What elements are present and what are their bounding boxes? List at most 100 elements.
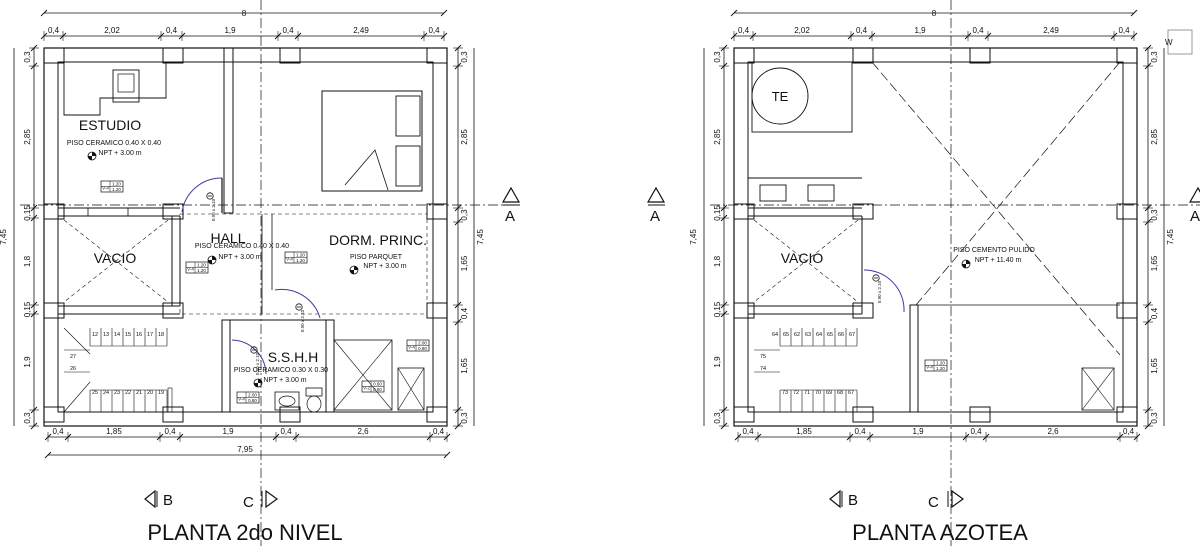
right-dim-6: 0,3: [460, 412, 469, 424]
room-level-sshh: NPT + 3.00 m: [263, 377, 306, 384]
shaft2-cross: [397, 367, 425, 411]
window-tag-5-type: V-4: [408, 345, 415, 350]
room-floor-hall: PISO CERAMICO 0.40 X 0.40: [195, 243, 289, 250]
stair-rail: [167, 387, 173, 413]
bottom-dim-5: 2,6: [357, 427, 369, 436]
study-desk: [63, 62, 167, 116]
stair-num-bot-5: 68: [837, 390, 843, 396]
left-total-dim: 7,45: [689, 229, 698, 245]
column-10: [426, 203, 448, 220]
stair-num-mid-0: 27: [70, 354, 76, 360]
stair-num-bot-2: 71: [804, 390, 810, 396]
column-7: [1116, 406, 1138, 423]
stair-num-top-3: 63: [805, 332, 811, 338]
stair-num-top-6: 18: [158, 332, 164, 338]
level-mark-sshh-fill: [254, 379, 262, 387]
bottom-dim-1: 1,85: [796, 427, 812, 436]
right-dim-6: 0,3: [1150, 412, 1159, 424]
roof-diag-1: [871, 61, 1121, 356]
room-label-vacio: VACIO: [94, 250, 137, 266]
door-arc-study: [181, 177, 223, 213]
room-level-roof: NPT + 11.40 m: [975, 257, 1022, 264]
axis-marker-c-plan0: C: [243, 489, 279, 511]
left-dim-2: 0,15: [23, 205, 32, 221]
door-tag-roof-circle: [872, 274, 880, 282]
overall-bottom-dim: 7,95: [237, 445, 253, 454]
study-chair-seat: [117, 73, 135, 93]
shaft-cross: [333, 339, 393, 411]
left-dim-1: 2,85: [23, 129, 32, 145]
door-tag-study-circle: [206, 192, 214, 200]
dim-tick: [40, 9, 48, 17]
plan-title-2do-nivel: PLANTA 2do NIVEL: [147, 520, 342, 545]
column-3: [426, 47, 448, 64]
right-dim-3: 1,65: [460, 255, 469, 271]
room-label-dorm: DORM. PRINC.: [329, 232, 427, 248]
column-12: [162, 302, 184, 319]
wall-bath-left: [221, 319, 231, 413]
left-dim-2: 0,15: [713, 205, 722, 221]
room-level-dorm: NPT + 3.00 m: [363, 263, 406, 270]
roof-diag-2: [915, 61, 1121, 306]
toilet-bowl: [306, 395, 322, 413]
room-label-sshh: S.S.H.H: [268, 349, 319, 365]
left-dim-6: 0,3: [23, 412, 32, 424]
column-2: [969, 47, 991, 64]
column-0: [43, 47, 65, 64]
outer-wall: [733, 47, 1138, 427]
bottom-dim-5: 2,6: [1047, 427, 1059, 436]
right-dim-3: 1,65: [1150, 255, 1159, 271]
stair-num-mid-1: 26: [70, 366, 76, 372]
bed-sheet-fold: [344, 149, 389, 191]
bottom-dim-2: 0,4: [164, 427, 176, 436]
wall-bath-right: [325, 319, 335, 413]
door-tag-bath: 0.80 x 2.10: [255, 352, 260, 375]
door-tag-bath-circle: [250, 346, 258, 354]
room-floor-dorm: PISO PARQUET: [350, 254, 403, 261]
dim-tick: [44, 451, 52, 459]
window-tag-3-h: 1.20: [296, 258, 305, 263]
edge-a-mark: A: [1190, 208, 1200, 225]
stair-num-top-0: 64: [772, 332, 778, 338]
window-tag-6-w: 0.60: [373, 382, 382, 387]
column-0: [733, 47, 755, 64]
column-11: [43, 302, 65, 319]
stair-num-bot-1: 72: [793, 390, 799, 396]
stair-num-top-1: 65: [783, 332, 789, 338]
dim-tick: [730, 9, 738, 17]
stair-num-top-5: 17: [147, 332, 153, 338]
top-dim-4: 0,4: [972, 26, 984, 35]
column-7: [426, 406, 448, 423]
stair-num-mid-0: 75: [760, 354, 766, 360]
bottom-dim-0: 0,4: [52, 427, 64, 436]
room-label-hall: HALL: [210, 230, 245, 246]
door-tag-dorm: 0.90 x 2.10: [300, 309, 305, 332]
window-tag-1-w: 1.20: [112, 182, 121, 187]
stair-num-top-3: 15: [125, 332, 131, 338]
stair-num-bot-2: 23: [114, 390, 120, 396]
right-total-dim: 7,45: [476, 229, 485, 245]
door-arc-dorm: [274, 288, 321, 319]
left-dim-1: 2,85: [713, 129, 722, 145]
column-10: [1116, 203, 1138, 220]
top-dim-1: 2,02: [794, 26, 810, 35]
level-mark-hall-fill: [208, 256, 216, 264]
window-tag-4-h: 0.80: [248, 398, 257, 403]
top-dim-2: 0,4: [166, 26, 178, 35]
room-label-estudio: ESTUDIO: [79, 117, 141, 133]
wall-study-bed: [223, 47, 234, 214]
top-dim-4: 0,4: [282, 26, 294, 35]
window-tag-3-type: V-4: [286, 257, 293, 262]
sink-bowl: [278, 395, 296, 407]
axis-marker-b-plan1: B: [829, 489, 858, 509]
stair-num-bot-5: 20: [147, 390, 153, 396]
shaft2: [397, 367, 425, 411]
stair-num-top-7: 67: [849, 332, 855, 338]
column-5: [852, 406, 874, 423]
left-dim-5: 1,9: [713, 356, 722, 368]
door-tag-roof: 0.90 x 2.10: [877, 280, 882, 303]
column-13: [426, 302, 448, 319]
toilet-tank: [305, 387, 323, 397]
right-dim-4: 0,4: [460, 307, 469, 319]
stair-num-bot-0: 25: [92, 390, 98, 396]
